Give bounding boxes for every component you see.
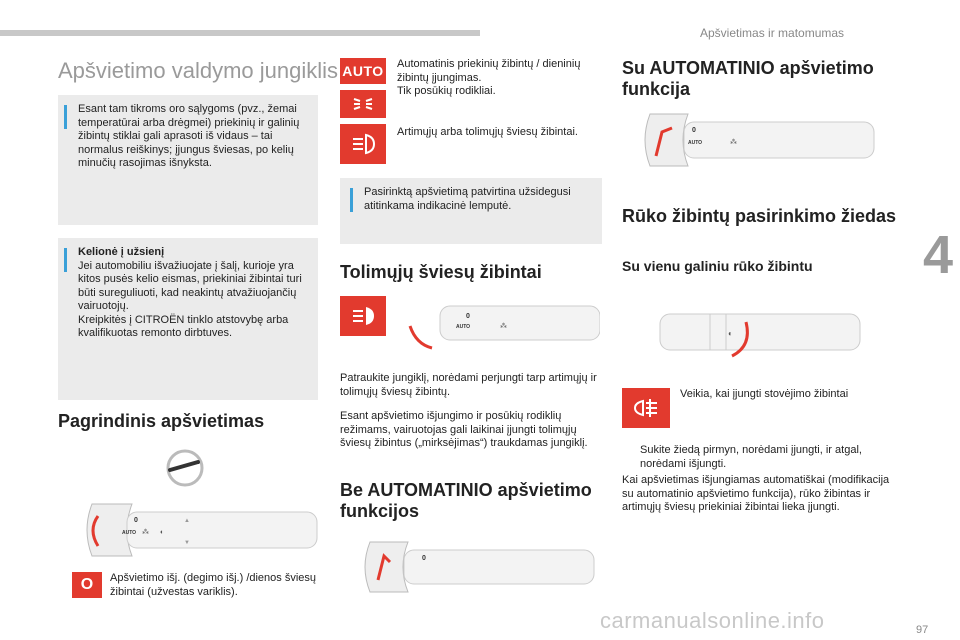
- sidelights-icon: [340, 90, 386, 118]
- rotate-arrow-icon: [654, 126, 673, 157]
- svg-text:▼: ▼: [184, 540, 190, 546]
- svg-text:▲: ▲: [184, 518, 190, 524]
- info-paragraph: Kreipkitės į CITROËN tinklo atstovybę ar…: [78, 313, 289, 340]
- watermark-text: carmanualsonline.info: [600, 608, 825, 633]
- fog-ring-title: Rūko žibintų pasirinkimo žiedas: [622, 206, 897, 226]
- info-box-condensation: Esant tam tikroms oro sąlygoms (pvz., že…: [58, 95, 318, 225]
- section-title: Apšvietimo valdymo jungiklis: [58, 58, 338, 83]
- info-text: Kelionė į užsienį Jei automobiliu išvaži…: [78, 246, 312, 341]
- stalk-label-zero: 0: [422, 555, 426, 562]
- svg-text:⁂: ⁂: [730, 138, 737, 146]
- main-beam-paragraph-2: Esant apšvietimo išjungimo ir posūkių ro…: [340, 410, 588, 449]
- chapter-title: Apšvietimas ir matomumas: [700, 26, 845, 40]
- main-lighting-title: Pagrindinis apšvietimas: [58, 411, 265, 431]
- off-text: Apšvietimo išj. (degimo išj.) /dienos šv…: [110, 572, 317, 598]
- stalk-label-auto: AUTO: [122, 530, 136, 536]
- rear-fog-icon: [622, 388, 670, 428]
- main-beam-paragraph-1: Patraukite jungiklį, norėdami perjungti …: [340, 372, 597, 398]
- lighting-stalk-image: 0 AUTO ⁂ ◐ ▲ ▼: [86, 503, 318, 557]
- rotate-arrow-icon: [91, 515, 100, 547]
- beam-text: Artimųjų arba tolimųjų šviesų žibintai.: [397, 126, 578, 138]
- info-box-travel: Kelionė į užsienį Jei automobiliu išvaži…: [58, 238, 318, 400]
- auto-stalk-image: 0 AUTO ⁂: [644, 113, 875, 167]
- main-beam-stalk-image: 0 AUTO ⁂: [408, 305, 600, 350]
- page-number: 97: [916, 624, 929, 636]
- steering-wheel-icon: [166, 449, 204, 487]
- rotate-arrow-icon: [731, 321, 749, 358]
- beam-headlamp-icon: [340, 124, 386, 164]
- no-auto-title: Be AUTOMATINIO apšvietimo funkcijos: [340, 480, 592, 521]
- info-title: Kelionė į užsienį: [78, 246, 165, 258]
- main-beam-icon: [340, 296, 386, 336]
- fog-bullet-text: Sukite žiedą pirmyn, norėdami įjungti, i…: [640, 444, 862, 470]
- header-bar: [0, 30, 480, 36]
- info-paragraph: Jei automobiliu išvažiuojate į šalį, kur…: [78, 259, 302, 313]
- svg-text:◐: ◐: [160, 529, 164, 536]
- off-indicator-icon: O: [72, 572, 102, 598]
- auto-text: Automatinis priekinių žibintų / dieninių…: [397, 58, 597, 99]
- info-text: Pasirinktą apšvietimą patvirtina užsideg…: [364, 186, 571, 212]
- fog-paragraph: Kai apšvietimas išjungiamas automatiškai…: [622, 474, 890, 513]
- rotate-arrow-icon: [376, 553, 392, 581]
- stalk-label-auto: AUTO: [456, 324, 470, 330]
- svg-text:⁂: ⁂: [142, 528, 149, 536]
- stalk-label-zero: 0: [134, 517, 138, 524]
- sidelights-description: Tik posūkių rodikliai.: [397, 85, 496, 97]
- stalk-label-zero: 0: [466, 313, 470, 320]
- chapter-number-tab: 4: [916, 220, 960, 290]
- pull-arrow-icon: [408, 325, 433, 350]
- info-icon: [64, 248, 67, 272]
- fog-stalk-image: ◐: [659, 313, 861, 358]
- info-text: Esant tam tikroms oro sąlygoms (pvz., že…: [78, 103, 300, 169]
- auto-function-title: Su AUTOMATINIO apšvietimo funkcija: [622, 58, 874, 99]
- info-icon: [350, 188, 353, 212]
- auto-description: Automatinis priekinių žibintų / dieninių…: [397, 58, 581, 84]
- stalk-label-zero: 0: [692, 127, 696, 134]
- main-beam-title: Tolimųjų šviesų žibintai: [340, 262, 542, 282]
- auto-indicator-icon: AUTO: [340, 58, 386, 84]
- svg-text:◐: ◐: [728, 329, 733, 338]
- stalk-label-auto: AUTO: [688, 140, 702, 146]
- single-fog-title: Su vienu galiniu rūko žibintu: [622, 258, 813, 274]
- no-auto-stalk-image: 0: [364, 541, 595, 593]
- fog-text: Veikia, kai įjungti stovėjimo žibintai: [680, 388, 849, 400]
- info-box-indicator: Pasirinktą apšvietimą patvirtina užsideg…: [340, 178, 602, 244]
- svg-text:⁂: ⁂: [500, 322, 507, 330]
- info-icon: [64, 105, 67, 129]
